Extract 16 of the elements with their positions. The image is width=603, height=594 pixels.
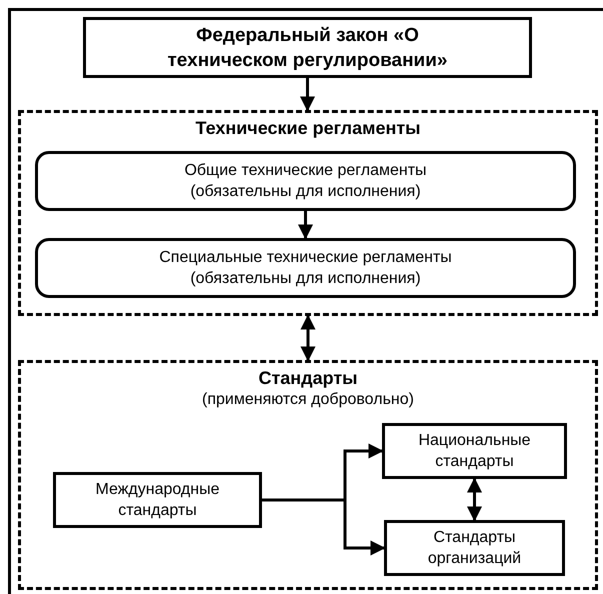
process-box: Международные стандарты	[53, 472, 262, 528]
arrow	[300, 78, 315, 112]
group-frame	[18, 360, 598, 590]
rounded-box: Общие технические регламенты (обязательны для исполнения)	[35, 151, 576, 211]
process-box: Национальные стандарты	[382, 423, 567, 479]
group-heading: Стандарты	[258, 367, 358, 390]
process-box: Стандарты организаций	[384, 520, 565, 576]
group-heading: Технические регламенты	[195, 117, 421, 140]
law-box: Федеральный закон «О техническом регулировании»	[83, 17, 532, 78]
group-subheading: (применяются добровольно)	[202, 390, 414, 410]
arrow	[262, 498, 386, 556]
group-frame	[18, 110, 598, 316]
arrow	[300, 314, 316, 362]
rounded-box: Специальные технические регламенты (обязательны для исполнения)	[35, 238, 576, 298]
arrow	[298, 211, 313, 240]
arrow	[467, 478, 482, 522]
